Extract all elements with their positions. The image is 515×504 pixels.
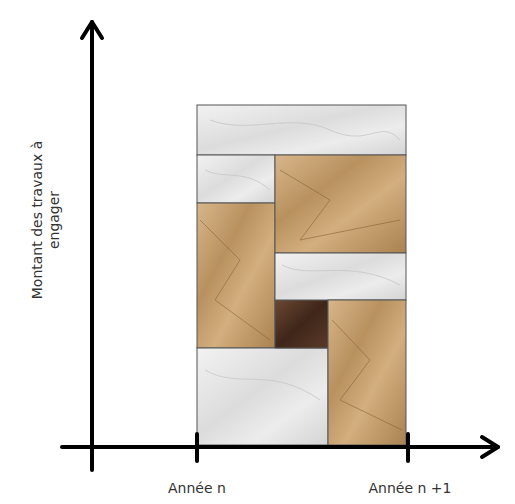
marble-veins bbox=[205, 120, 400, 400]
y-arrowhead bbox=[82, 22, 102, 38]
y-axis bbox=[90, 22, 94, 470]
marble-block bbox=[197, 348, 328, 445]
axes bbox=[62, 22, 498, 470]
axis-label: Année n +1 bbox=[369, 480, 452, 497]
axis-title: Montant des travaux à engager bbox=[29, 125, 63, 315]
marble-block bbox=[197, 105, 406, 155]
x-arrowhead bbox=[482, 437, 498, 457]
marble-block bbox=[275, 253, 406, 300]
marble-block bbox=[197, 155, 275, 203]
paper-block bbox=[197, 203, 275, 348]
tick bbox=[195, 434, 199, 461]
work-blocks bbox=[197, 105, 406, 445]
dark-block bbox=[275, 300, 328, 348]
axis-label: Année n bbox=[168, 480, 226, 497]
tick bbox=[406, 434, 410, 461]
paper-block bbox=[275, 155, 406, 253]
paper-creases bbox=[200, 170, 402, 430]
paper-block bbox=[328, 300, 406, 445]
x-axis bbox=[62, 445, 498, 449]
